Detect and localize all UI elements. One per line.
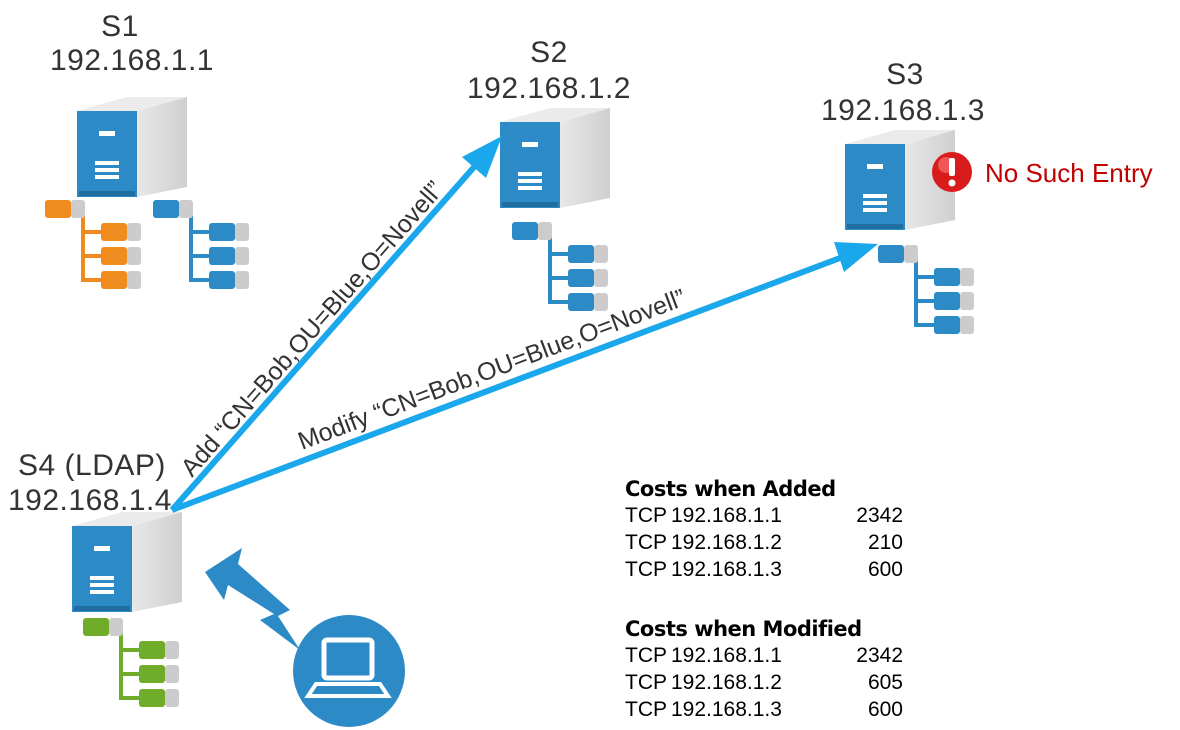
cost-cell: 210: [867, 531, 903, 554]
ip-cell: 192.168.1.2: [671, 671, 782, 694]
table-row: TCP 192.168.1.1 2342: [625, 642, 903, 669]
cost-cell: 2342: [856, 644, 903, 667]
cost-table-added: Costs when Added TCP 192.168.1.1 2342 TC…: [625, 476, 903, 583]
ip-cell: 192.168.1.3: [671, 558, 782, 581]
cost-table-title: Costs when Modified: [625, 617, 862, 641]
ip-cell: 192.168.1.3: [671, 698, 782, 721]
protocol-cell: TCP: [625, 531, 667, 554]
s1-orange-tree-icon: [45, 200, 141, 289]
s2-tree-icon: [512, 222, 608, 311]
laptop-icon: [293, 615, 405, 727]
table-row: TCP 192.168.1.2 210: [625, 529, 903, 556]
s4-name: S4 (LDAP): [18, 449, 166, 482]
table-row: TCP 192.168.1.2 605: [625, 669, 903, 696]
s3-name: S3: [886, 58, 924, 91]
s3-ip: 192.168.1.3: [821, 94, 985, 127]
s3-tree-icon: [878, 245, 974, 334]
modify-operation-label: Modify “CN=Bob,OU=Blue,O=Novell”: [294, 284, 689, 456]
cost-cell: 600: [867, 698, 903, 721]
protocol-cell: TCP: [625, 558, 667, 581]
s1-ip: 192.168.1.1: [50, 44, 214, 77]
cost-table-title: Costs when Added: [625, 477, 836, 501]
s2-name: S2: [530, 36, 568, 69]
ip-cell: 192.168.1.1: [671, 644, 782, 667]
cost-cell: 600: [867, 558, 903, 581]
add-arrow: [169, 136, 502, 512]
modify-arrow: [170, 242, 878, 513]
ip-cell: 192.168.1.2: [671, 531, 782, 554]
s4-server-icon: [72, 512, 182, 612]
cost-cell: 2342: [856, 504, 903, 527]
table-row: TCP 192.168.1.3 600: [625, 696, 903, 723]
cost-cell: 605: [867, 671, 903, 694]
error-icon: [932, 152, 972, 192]
cost-table-modified: Costs when Modified TCP 192.168.1.1 2342…: [625, 616, 903, 723]
ip-cell: 192.168.1.1: [671, 504, 782, 527]
protocol-cell: TCP: [625, 698, 667, 721]
protocol-cell: TCP: [625, 671, 667, 694]
table-row: TCP 192.168.1.3 600: [625, 556, 903, 583]
lightning-bolt-icon: [205, 548, 300, 650]
s1-server-icon: [77, 97, 187, 197]
s4-tree-icon: [83, 618, 179, 707]
protocol-cell: TCP: [625, 644, 667, 667]
protocol-cell: TCP: [625, 504, 667, 527]
table-row: TCP 192.168.1.1 2342: [625, 502, 903, 529]
s4-ip: 192.168.1.4: [8, 484, 172, 517]
s2-server-icon: [500, 108, 610, 208]
error-message: No Such Entry: [985, 158, 1153, 188]
s2-ip: 192.168.1.2: [467, 72, 631, 105]
s1-name: S1: [101, 10, 139, 43]
s1-blue-tree-icon: [153, 200, 249, 289]
